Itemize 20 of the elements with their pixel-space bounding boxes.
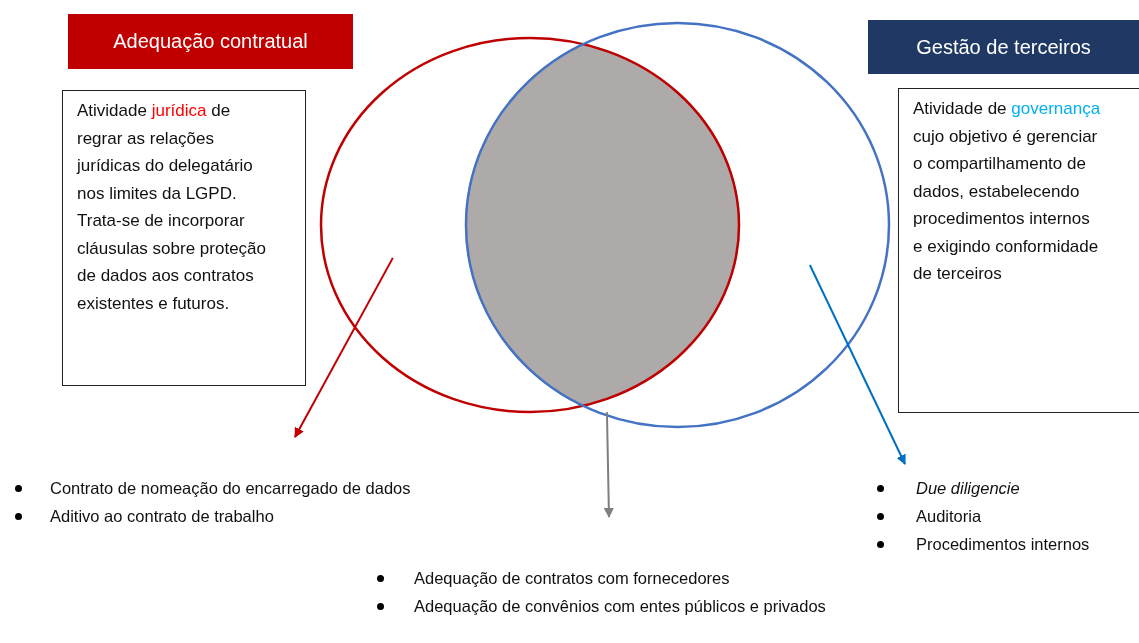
- description-text: Trata-se de incorporar cláusulas sobre proteção de dados aos contratos existentes e futuros.: [77, 210, 267, 315]
- arrow: [603, 411, 614, 518]
- overlap-region: [465, 43, 740, 407]
- bullet-item: Aditivo ao contrato de trabalho: [50, 506, 274, 527]
- bullet-item: Auditoria: [916, 506, 982, 527]
- bullet-item: Procedimentos internos: [916, 534, 1090, 555]
- description-text: Atividade de governança cujo objetivo é gerenciar o compartilhamento de dados, estabelecendo procedimentos internos e exigindo conformidade de terceiros: [913, 98, 1102, 285]
- circle: [464, 21, 891, 429]
- description-box: [62, 90, 306, 386]
- description-text: Atividade jurídica de regrar as relações jurídicas do delegatário nos limites da LGPD.: [77, 100, 254, 205]
- bullet-item: Contrato de nomeação do encarregado de dados: [50, 478, 411, 499]
- title-banner: Adequação contratual: [68, 14, 353, 69]
- bullet-item: Due diligencie: [916, 478, 1020, 499]
- arrow: [294, 256, 394, 438]
- description-box: [898, 88, 1139, 413]
- bullet-item: Adequação de contratos com fornecedores: [414, 568, 730, 589]
- bullet-item: Adequação de convênios com entes públicos e privados: [414, 596, 826, 617]
- arrow: [808, 264, 906, 465]
- title-banner: Gestão de terceiros: [868, 20, 1139, 74]
- circle: [319, 36, 741, 414]
